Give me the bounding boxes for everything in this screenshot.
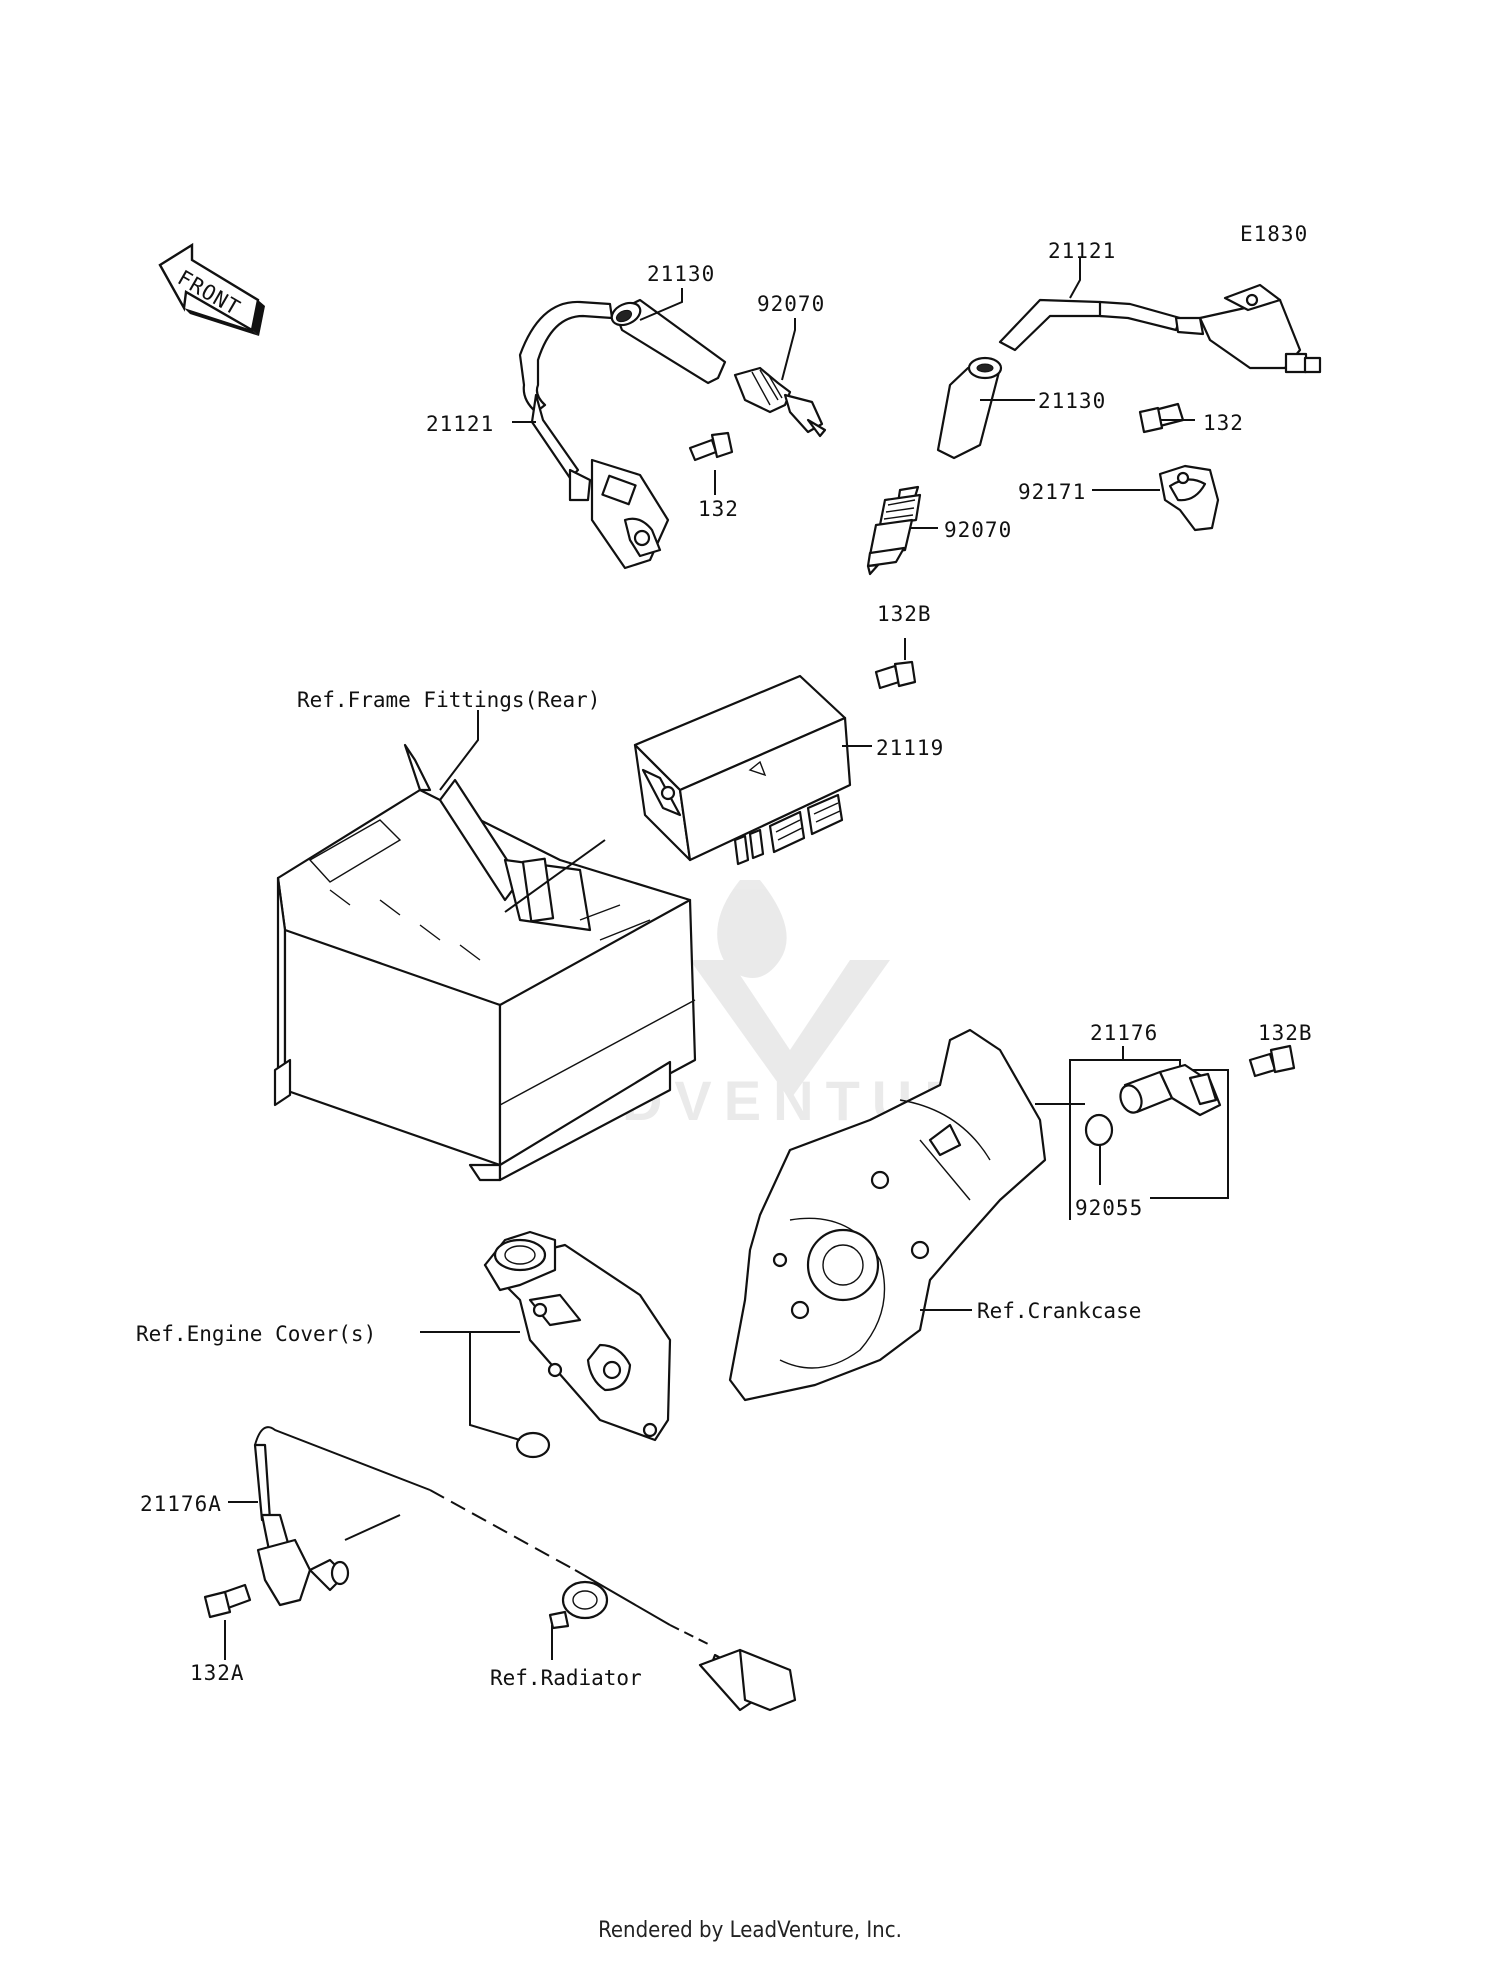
front-arrow-icon: FRONT <box>158 242 265 336</box>
clamp-92171 <box>1158 464 1220 532</box>
diagram-code: E1830 <box>1240 222 1308 246</box>
ref-engine-cover: Ref.Engine Cover(s) <box>136 1322 376 1346</box>
label-132b-top: 132B <box>877 602 932 626</box>
label-132b-right: 132B <box>1258 1021 1313 1045</box>
ref-radiator: Ref.Radiator <box>490 1666 642 1690</box>
label-21130-right: 21130 <box>1038 389 1106 413</box>
label-92070-right: 92070 <box>944 518 1012 542</box>
label-132a: 132A <box>190 1661 245 1685</box>
spark-plug-right <box>866 485 922 576</box>
label-132-right: 132 <box>1203 411 1244 435</box>
label-21121-right: 21121 <box>1048 239 1116 263</box>
radiator-connector <box>698 1648 797 1712</box>
ref-frame-fittings: Ref.Frame Fittings(Rear) <box>297 688 600 712</box>
label-92171: 92171 <box>1018 480 1086 504</box>
engine-cover-o-ring <box>515 1431 551 1459</box>
ecu-unit-21119 <box>633 674 852 866</box>
label-92055: 92055 <box>1075 1196 1143 1220</box>
bolt-132a <box>203 1583 252 1619</box>
ignition-coil-left <box>518 300 670 570</box>
crankcase <box>728 1028 1047 1402</box>
spark-plug-top <box>733 366 827 438</box>
radiator-clamp <box>548 1580 609 1630</box>
bolt-132b-top <box>874 660 917 690</box>
footer-credit: Rendered by LeadVenture, Inc. <box>598 1918 902 1943</box>
label-132-left: 132 <box>698 497 739 521</box>
label-21119: 21119 <box>876 736 944 760</box>
plug-cap-right <box>936 356 1003 460</box>
frame-fittings-rear <box>273 743 697 1182</box>
bolt-132b-right <box>1248 1044 1296 1078</box>
label-21176: 21176 <box>1090 1021 1158 1045</box>
bolt-132-right <box>1138 402 1185 434</box>
bolt-132-left <box>688 431 734 462</box>
sensor-21176 <box>1069 1046 1229 1220</box>
label-21130-left: 21130 <box>647 262 715 286</box>
engine-cover <box>483 1230 672 1442</box>
part-labels: 21130 92070 21121 132 21121 21130 132 92… <box>136 239 1313 1690</box>
leader-lines <box>224 258 1195 1660</box>
label-92070-top: 92070 <box>757 292 825 316</box>
sensor-21176a <box>253 1426 711 1646</box>
ref-crankcase: Ref.Crankcase <box>977 1299 1141 1323</box>
label-21176a: 21176A <box>140 1492 222 1516</box>
plug-cap-left <box>610 298 727 385</box>
ignition-coil-right <box>998 283 1322 374</box>
o-ring-92055 <box>1084 1113 1114 1147</box>
label-21121-left: 21121 <box>426 412 494 436</box>
